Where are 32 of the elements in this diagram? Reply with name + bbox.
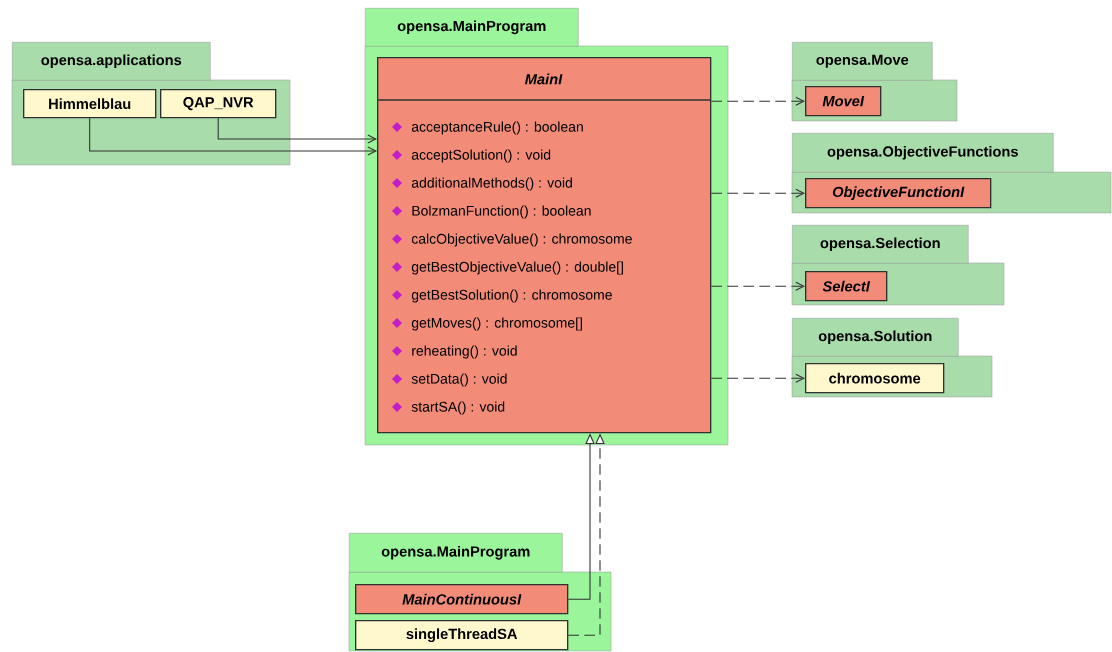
class-box: singleThreadSA	[355, 620, 569, 651]
class-box: chromosome	[805, 363, 945, 394]
node-label: opensa.Solution	[818, 330, 932, 345]
method-text: calcObjectiveValue() : chromosome	[411, 233, 632, 247]
arrow	[710, 373, 805, 383]
arrow	[710, 281, 805, 291]
method-text: getBestObjectiveValue() : double[]	[411, 261, 623, 275]
node-label: opensa.Move	[816, 54, 909, 68]
class-box: MainContinuousI	[355, 584, 569, 615]
method-text: setData() : void	[411, 373, 507, 387]
arrow	[217, 117, 377, 144]
class-box: MoveI	[805, 86, 882, 117]
method-text: acceptanceRule() : boolean	[411, 121, 583, 135]
class-box: Himmelblau	[23, 89, 157, 119]
class-box: QAP_NVR	[160, 89, 277, 119]
node-label: opensa.applications	[41, 54, 182, 69]
method-text: BolzmanFunction() : boolean	[412, 205, 591, 219]
arrow	[710, 96, 805, 106]
arrow	[710, 188, 805, 198]
method-text: getMoves() : chromosome[]	[411, 317, 582, 331]
node-label: opensa.MainProgram	[381, 545, 530, 560]
node-label: opensa.Selection	[820, 237, 940, 252]
method-text: startSA() : void	[411, 401, 505, 415]
arrow	[89, 117, 377, 156]
node-label: opensa.MainProgram	[397, 20, 546, 35]
method-text: reheating() : void	[412, 345, 517, 359]
node-label: opensa.ObjectiveFunctions	[827, 145, 1018, 160]
class-box: ObjectiveFunctionI	[805, 178, 992, 209]
method-text: getBestSolution() : chromosome	[411, 289, 612, 303]
method-text: acceptSolution() : void	[411, 149, 551, 163]
method-text: additionalMethods() : void	[411, 177, 572, 191]
class-box: SelectI	[805, 271, 888, 302]
